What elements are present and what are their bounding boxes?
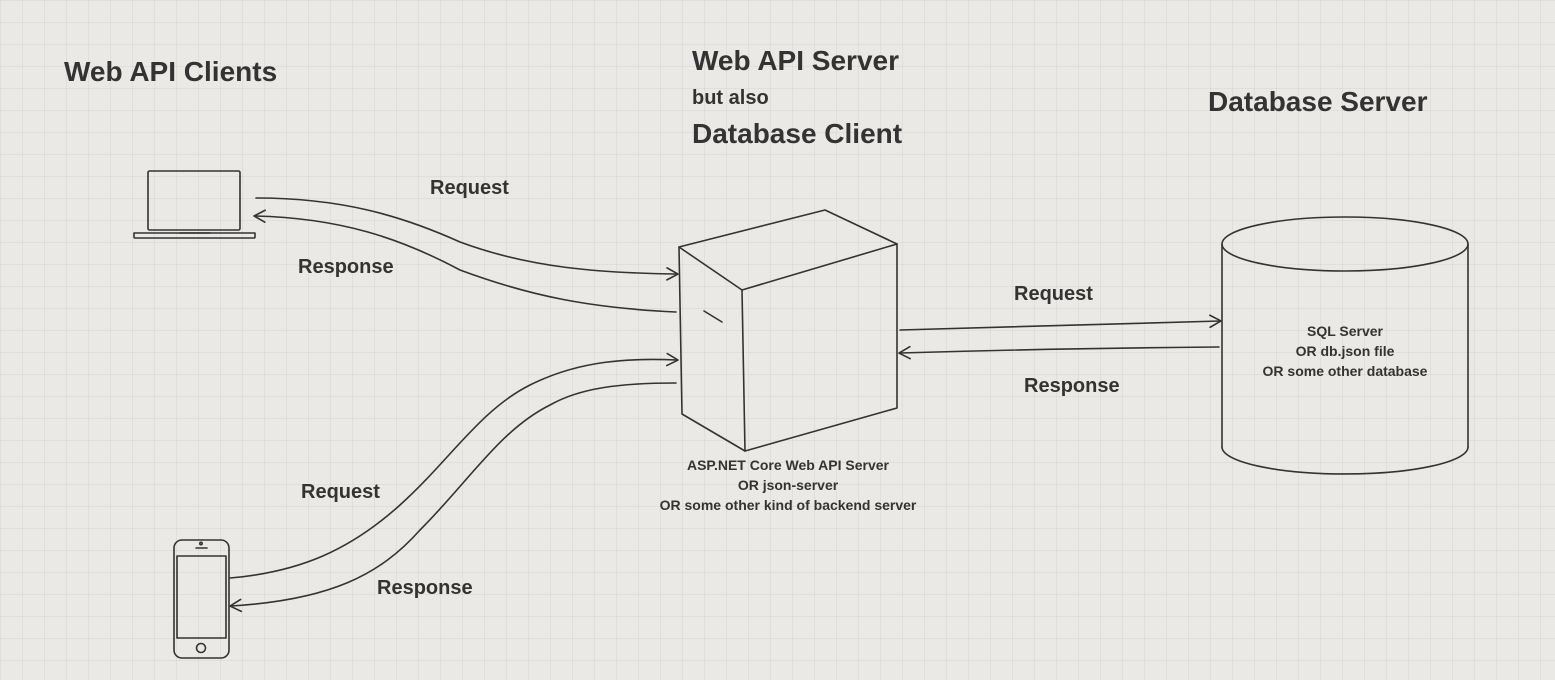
server-title: Web API Server (692, 45, 899, 76)
database-cylinder-icon (1221, 216, 1469, 475)
server-client-title: Database Client (692, 118, 903, 149)
db-response-arrow (898, 345, 1220, 360)
database-caption-line: SQL Server (1306, 323, 1383, 339)
smartphone-icon (173, 539, 230, 659)
server-box-icon (678, 209, 898, 452)
db-request-label: Request (1014, 283, 1093, 305)
phone-response-arrow (229, 382, 677, 613)
server-caption-line: ASP.NET Core Web API Server (686, 457, 890, 473)
laptop-request-label: Request (430, 177, 509, 199)
laptop-response-arrow (253, 209, 677, 313)
laptop-response-label: Response (298, 256, 394, 278)
phone-request-label: Request (301, 481, 380, 503)
server-caption: ASP.NET Core Web API Server OR json-serv… (638, 455, 938, 515)
database-caption: SQL Server OR db.json file OR some other… (1245, 321, 1445, 381)
clients-title: Web API Clients (64, 56, 278, 87)
database-title: Database Server (1208, 86, 1428, 117)
db-request-arrow (899, 314, 1222, 331)
laptop-request-arrow (255, 197, 679, 281)
phone-response-label: Response (377, 577, 473, 599)
database-caption-line: OR db.json file (1295, 343, 1395, 359)
server-subtitle: but also (692, 87, 769, 109)
database-caption-line: OR some other database (1262, 363, 1428, 379)
server-caption-line: OR json-server (737, 477, 839, 493)
server-caption-line: OR some other kind of backend server (659, 497, 917, 513)
phone-request-arrow (229, 352, 679, 579)
db-response-label: Response (1024, 375, 1120, 397)
laptop-icon (133, 170, 256, 239)
